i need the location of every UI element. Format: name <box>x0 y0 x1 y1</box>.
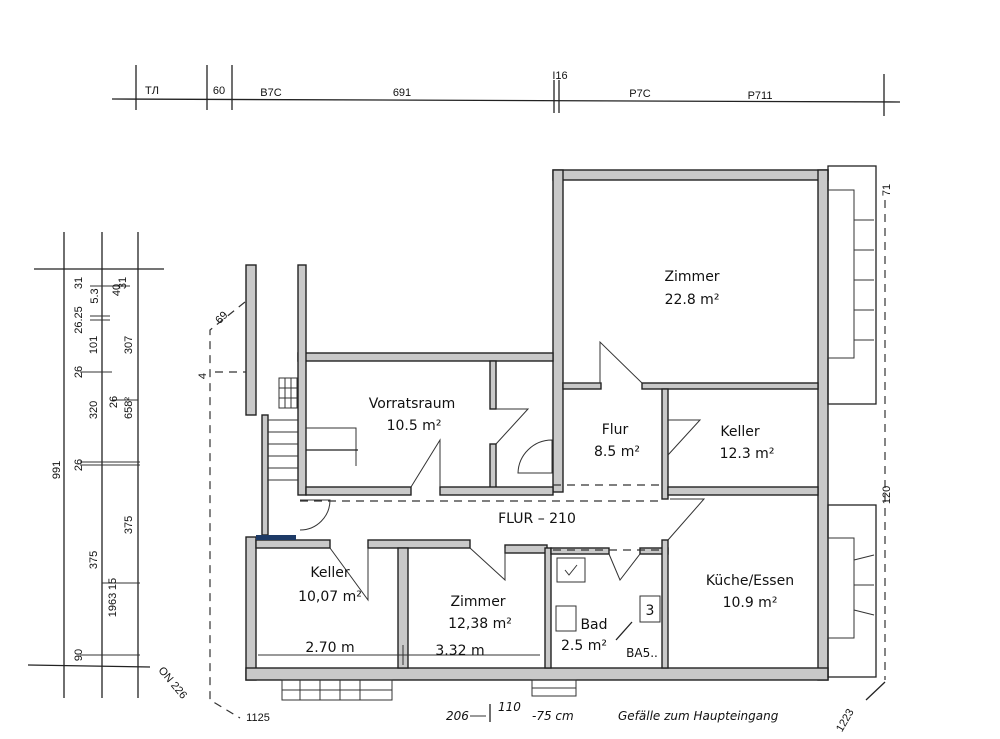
room-area: 8.5 m² <box>594 444 640 460</box>
dim-label: 5.3 <box>89 288 101 303</box>
dim-label: 307 <box>123 336 135 354</box>
dim-label: P7C <box>629 88 650 100</box>
dim-label: 26 <box>108 396 120 408</box>
dim-label: 4 <box>197 373 209 379</box>
dim-label: 90 <box>73 649 85 661</box>
dim-label: 691 <box>393 87 411 99</box>
room-area: 10,07 m² <box>298 589 362 605</box>
room-note: BA5.. <box>626 646 658 660</box>
dim-label: -75 cm <box>532 709 574 723</box>
walls <box>245 169 829 681</box>
doors <box>299 340 706 602</box>
room-name: Bad <box>580 617 607 633</box>
dim-label: 1125 <box>246 712 270 724</box>
room-name: Zimmer <box>450 594 505 610</box>
left-dimension-lines: 991 31 5.3 40 31 26.25 101 307 26 320 26… <box>27 232 164 698</box>
dim-label: 31 <box>117 277 129 289</box>
dim-label: 71 <box>881 184 893 196</box>
room-area: 10.9 m² <box>723 595 778 611</box>
room-area: 12.3 m² <box>720 446 775 462</box>
dim-label: 40 <box>111 284 123 296</box>
dim-label: 110 <box>498 700 521 714</box>
dim-label: 375 <box>123 516 135 534</box>
room-name: Vorratsraum <box>369 396 456 412</box>
dim-label: 375 <box>88 551 100 569</box>
dim-label: TЛ <box>145 85 159 97</box>
room-name: Flur <box>602 422 629 438</box>
dim-label: 320 <box>88 401 100 419</box>
dim-label: B7C <box>260 87 281 99</box>
dim-label: 1223 <box>834 707 857 734</box>
room-area: 12,38 m² <box>448 616 512 632</box>
slope-note: Gefälle zum Haupteingang <box>618 709 779 723</box>
window-wells-bottom <box>281 679 577 701</box>
light-well-lower <box>827 504 877 678</box>
dashed-lines <box>209 200 886 719</box>
room-name: Zimmer <box>664 269 719 285</box>
room-area: 10.5 m² <box>387 418 442 434</box>
dim-label: 991 <box>51 461 63 479</box>
dim-label: ON 226 <box>156 665 190 702</box>
dim-label: 26 <box>73 459 85 471</box>
dim-label: 60 <box>213 85 225 97</box>
bathroom-fixtures <box>555 557 661 641</box>
room-area: 2.5 m² <box>561 638 607 654</box>
dim-label: 26 <box>73 366 85 378</box>
room-width: 3.32 m <box>435 643 484 659</box>
dim-label: 120 <box>881 486 893 504</box>
fixture-number: 3 <box>646 603 655 619</box>
room-width: 2.70 m <box>305 640 354 656</box>
dim-label: 1963 <box>107 593 119 617</box>
dim-label: 658² <box>123 397 135 419</box>
dim-label: 15 <box>107 578 119 590</box>
room-width-dimensions <box>258 645 540 665</box>
dim-label: I16 <box>552 70 567 82</box>
light-well-upper <box>827 165 877 405</box>
room-name: Küche/Essen <box>706 573 794 589</box>
dim-label: 26.25 <box>73 306 85 334</box>
dim-label: 206 <box>446 709 469 723</box>
top-dimension-line: TЛ 60 B7C 691 I16 P7C P711 <box>111 65 901 116</box>
dim-label: 101 <box>88 336 100 354</box>
room-area: 22.8 m² <box>665 292 720 308</box>
room-name: FLUR – 210 <box>498 511 576 527</box>
room-labels: Zimmer 22.8 m² Vorratsraum 10.5 m² Flur … <box>298 269 794 660</box>
stairs-left <box>268 377 298 481</box>
dim-label: 31 <box>73 277 85 289</box>
dim-label: 69 <box>213 309 230 326</box>
room-name: Keller <box>310 565 349 581</box>
dim-label: P711 <box>748 90 773 102</box>
room-name: Keller <box>720 424 759 440</box>
